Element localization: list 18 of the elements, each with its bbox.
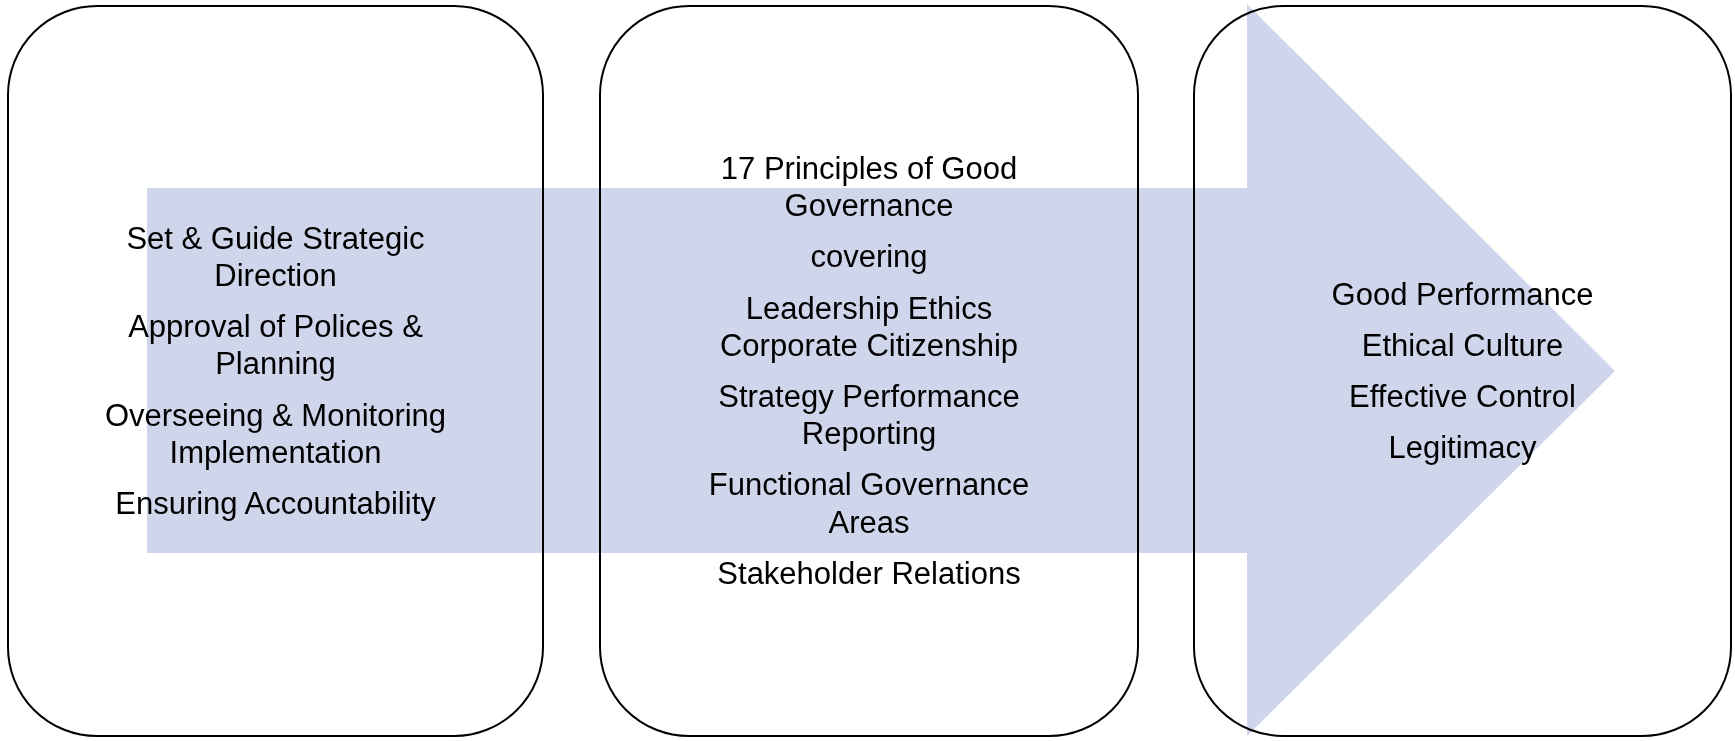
box-text: covering: [810, 238, 928, 276]
rounded-box: [1193, 5, 1732, 737]
rounded-box: [7, 5, 544, 737]
box-text: Strategy Performance Reporting: [717, 378, 1021, 453]
box-text: Stakeholder Relations: [717, 554, 1021, 592]
box-text: Legitimacy: [1388, 429, 1537, 467]
box-text: Functional Governance Areas: [707, 466, 1031, 541]
box-text: 17 Principles of Good Governance: [719, 150, 1019, 225]
box-text: Good Performance: [1331, 275, 1594, 313]
box-text: Approval of Polices & Planning: [127, 308, 424, 383]
box-text: Overseeing & Monitoring Implementation: [103, 396, 448, 471]
block-arrow: [147, 4, 1615, 736]
rounded-box: [599, 5, 1139, 737]
box-text: Effective Control: [1349, 378, 1576, 416]
box-text: Leadership Ethics Corporate Citizenship: [718, 289, 1020, 364]
box-text: Set & Guide Strategic Direction: [125, 219, 426, 295]
box-text: Ethical Culture: [1361, 326, 1564, 364]
box-text: Ensuring Accountability: [115, 484, 436, 523]
